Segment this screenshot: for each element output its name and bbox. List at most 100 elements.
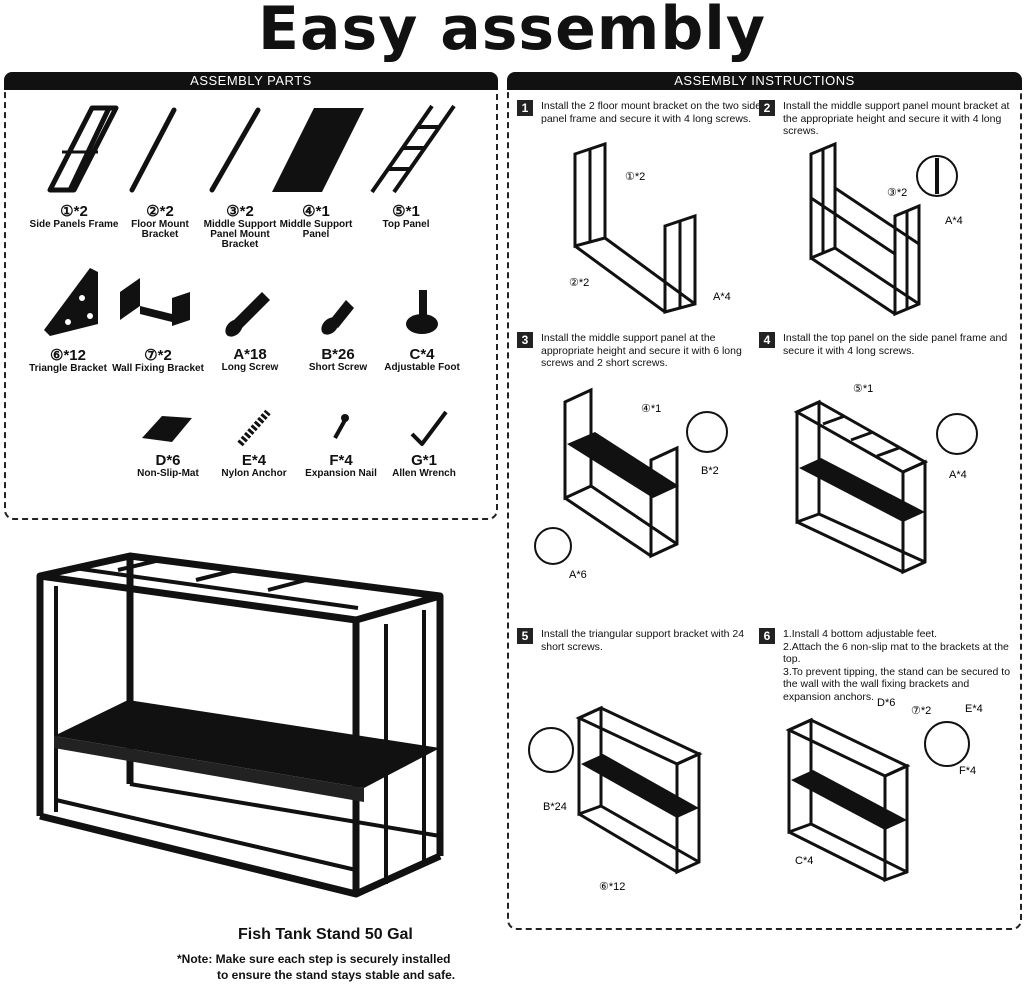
assembly-parts-header: ASSEMBLY PARTS [4,72,498,90]
allen-wrench-icon [410,410,448,446]
triangle-bracket-icon [44,268,98,336]
part-name: Nylon Anchor [221,468,287,479]
svg-text:⑦*2: ⑦*2 [911,705,931,717]
svg-text:A*4: A*4 [949,469,967,481]
part-name: Triangle Bracket [29,363,107,374]
svg-text:④*1: ④*1 [641,403,661,415]
part-floor-mount-bracket: ②*2 Floor Mount Bracket [112,102,208,240]
part-wall-fixing-bracket: ⑦*2 Wall Fixing Bracket [110,262,206,374]
step-5: 5 Install the triangular support bracket… [517,628,765,928]
svg-text:B*2: B*2 [701,465,719,477]
part-expansion-nail: F*4 Expansion Nail [293,408,389,479]
part-name: Expansion Nail [305,468,377,479]
wall-fixing-bracket-icon [120,278,190,326]
note-line-1: *Note: Make sure each step is securely i… [177,952,451,966]
step-2: 2 Install the middle support panel mount… [759,100,1009,320]
step-4: 4 Install the top panel on the side pane… [759,332,1007,602]
assembly-instructions-header: ASSEMBLY INSTRUCTIONS [507,72,1022,90]
part-code: ①*2 [60,203,88,220]
long-screw-icon [225,292,270,337]
part-name: Side Panels Frame [29,219,119,230]
step-text: Install the top panel on the side panel … [783,332,1008,357]
part-short-screw: B*26 Short Screw [290,282,386,373]
step-6: 6 1.Install 4 bottom adjustable feet. 2.… [759,628,1010,928]
step-5-illustration: B*24 ⑥*12 [528,705,703,893]
part-code: C*4 [409,346,435,363]
step-4-illustration: ⑤*1 A*4 [793,383,978,575]
part-code: E*4 [241,452,267,469]
svg-text:A*6: A*6 [569,569,587,581]
part-code: A*18 [233,346,267,363]
svg-text:E*4: E*4 [965,703,983,715]
svg-text:B*24: B*24 [543,801,567,813]
side-panel-frame-icon [47,105,119,193]
nylon-anchor-icon [237,409,271,447]
middle-support-panel-icon [272,108,364,192]
part-name: Wall Fixing Bracket [112,363,204,374]
svg-text:②*2: ②*2 [569,277,589,289]
part-non-slip-mat: D*6 Non-Slip-Mat [120,408,216,479]
assembly-parts-panel: ASSEMBLY PARTS ①*2 Side Panels Frame ②*2… [4,72,498,520]
part-name: Top Panel [382,219,430,230]
short-screw-icon [321,300,354,335]
part-code: ⑥*12 [50,347,86,364]
part-code: ⑦*2 [144,347,172,364]
middle-support-bracket-icon [209,107,261,193]
step-text: Install the middle support panel at the … [541,332,742,369]
part-name: Middle Support Panel [279,219,353,240]
part-code: ③*2 [226,203,254,220]
part-side-panels-frame: ①*2 Side Panels Frame [26,102,122,230]
step-number: 3 [517,332,533,348]
step-3: 3 Install the middle support panel at th… [517,332,765,602]
step-number: 6 [759,628,775,644]
svg-text:A*4: A*4 [713,291,731,303]
step-number: 2 [759,100,775,116]
part-top-panel: ⑤*1 Top Panel [358,102,456,230]
part-code: ④*1 [302,203,330,220]
expansion-nail-icon [333,414,349,439]
product-caption: Fish Tank Stand 50 Gal [238,926,413,943]
part-name: Non-Slip-Mat [137,468,199,479]
part-name: Short Screw [308,362,368,373]
svg-text:⑤*1: ⑤*1 [853,383,873,395]
part-name: Allen Wrench [392,468,456,479]
svg-text:A*4: A*4 [945,215,963,227]
part-allen-wrench: G*1 Allen Wrench [376,408,472,479]
floor-mount-bracket-icon [129,107,177,193]
non-slip-mat-icon [142,416,192,442]
part-name: Middle Support Panel Mount Bracket [203,219,277,250]
svg-text:D*6: D*6 [877,697,895,709]
part-adjustable-foot: C*4 Adjustable Foot [374,282,470,373]
part-code: F*4 [329,452,353,469]
step-text: Install the 2 floor mount bracket on the… [541,100,762,125]
label-1-2: ①*2 [625,171,645,183]
part-triangle-bracket: ⑥*12 Triangle Bracket [20,262,116,374]
part-name: Long Screw [221,362,279,373]
svg-text:⑥*12: ⑥*12 [599,881,625,893]
step-number: 4 [759,332,775,348]
part-middle-support-bracket: ③*2 Middle Support Panel Mount Bracket [192,102,288,250]
note-line-2: to ensure the stand stays stable and saf… [217,968,456,982]
step-2-illustration: ③*2 A*4 [809,141,963,317]
part-long-screw: A*18 Long Screw [202,282,298,373]
step-text: Install the middle support panel mount b… [783,100,1010,137]
svg-text:③*2: ③*2 [887,187,907,199]
part-name: Adjustable Foot [384,362,460,373]
page-title: Easy assembly [258,0,766,64]
step-1: 1 Install the 2 floor mount bracket on t… [517,100,765,320]
step-number: 1 [517,100,533,116]
part-code: D*6 [155,452,181,469]
svg-text:C*4: C*4 [795,855,813,867]
assembly-instructions-panel: ASSEMBLY INSTRUCTIONS 1 Install the 2 fl… [507,72,1022,930]
part-code: B*26 [321,346,355,363]
step-1-illustration: ①*2 ②*2 A*4 [569,141,731,314]
part-nylon-anchor: E*4 Nylon Anchor [206,408,302,479]
top-panel-icon [370,104,456,194]
step-text: Install the triangular support bracket w… [541,628,745,653]
step-6-illustration: D*6 ⑦*2 E*4 F*4 C*4 [785,697,983,883]
step-3-illustration: ④*1 B*2 A*6 [534,387,728,581]
part-name: Floor Mount Bracket [131,219,189,240]
part-code: ②*2 [146,203,174,220]
svg-text:F*4: F*4 [959,765,976,777]
part-middle-support-panel: ④*1 Middle Support Panel [268,102,364,240]
